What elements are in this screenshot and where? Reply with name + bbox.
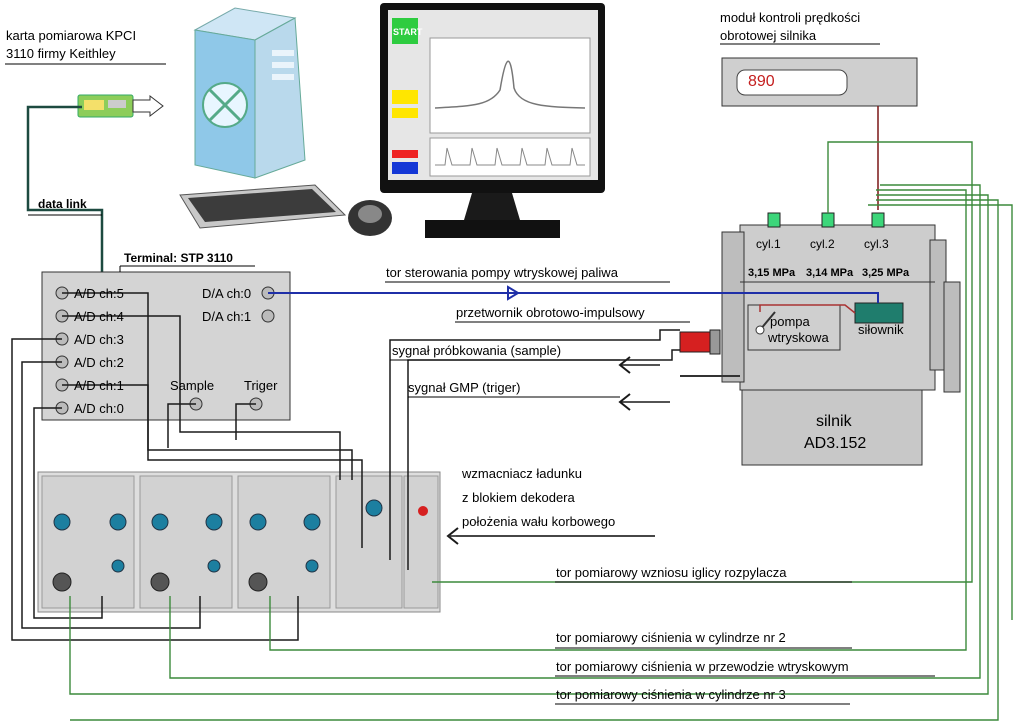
engine-name-line2: AD3.152 bbox=[804, 435, 867, 452]
mouse bbox=[348, 200, 392, 236]
gmp-signal-label: sygnał GMP (triger) bbox=[408, 380, 521, 395]
pump-label-line2: wtryskowa bbox=[768, 330, 829, 345]
terminal-title: Terminal: STP 3110 bbox=[124, 251, 233, 265]
amplifier-label-line3: położenia wału korbowego bbox=[462, 514, 616, 529]
monitor bbox=[380, 3, 605, 238]
cylinder-2-pressure: 3,14 MPa bbox=[806, 267, 854, 279]
line-pressure-path-label: tor pomiarowy ciśnienia w przewodzie wtr… bbox=[556, 659, 849, 674]
speed-module-title-line2: obrotowej silnika bbox=[720, 28, 817, 43]
cylinder-3-label: cyl.3 bbox=[864, 237, 889, 251]
sample-signal-label: sygnał próbkowania (sample) bbox=[392, 343, 562, 358]
terminal-da-ch0: D/A ch:0 bbox=[202, 286, 252, 301]
amplifier-label-line1: wzmacniacz ładunku bbox=[462, 466, 582, 481]
cyl3-pressure-path-label: tor pomiarowy ciśnienia w cylindrze nr 3 bbox=[556, 687, 786, 702]
terminal-ad-ch1: A/D ch:1 bbox=[74, 378, 124, 393]
terminal-sample-label: Sample bbox=[170, 378, 215, 393]
needle-lift-path-label: tor pomiarowy wzniosu iglicy rozpylacza bbox=[556, 565, 787, 580]
terminal-trigger-label: Triger bbox=[244, 378, 278, 393]
terminal-ad-ch5: A/D ch:5 bbox=[74, 286, 124, 301]
terminal-ad-ch3: A/D ch:3 bbox=[74, 332, 124, 347]
keyboard bbox=[179, 184, 347, 229]
speed-display-value: 890 bbox=[748, 73, 775, 90]
cylinder-1-label: cyl.1 bbox=[756, 237, 781, 251]
speed-module bbox=[720, 43, 918, 107]
terminal-ad-ch4: A/D ch:4 bbox=[74, 309, 124, 324]
cylinder-3-pressure: 3,25 MPa bbox=[862, 267, 910, 279]
engine bbox=[679, 212, 961, 466]
card-label-line1: karta pomiarowa KPCI bbox=[6, 28, 137, 43]
terminal-ad-ch2: A/D ch:2 bbox=[74, 355, 124, 370]
amplifier-rack bbox=[37, 471, 441, 613]
terminal-box bbox=[41, 265, 291, 421]
terminal-ad-ch0: A/D ch:0 bbox=[74, 401, 124, 416]
kpci-card bbox=[77, 94, 164, 118]
monitor-start-label: START bbox=[393, 27, 423, 37]
engine-name-line1: silnik bbox=[816, 413, 852, 430]
card-label-line2: 3110 firmy Keithley bbox=[6, 46, 116, 61]
terminal-da-ch1: D/A ch:1 bbox=[202, 309, 252, 324]
amplifier-label-line2: z blokiem dekodera bbox=[462, 490, 575, 505]
fuel-pump-control-label: tor sterowania pompy wtryskowej paliwa bbox=[386, 265, 618, 280]
speed-module-title-line1: moduł kontroli prędkości bbox=[720, 10, 861, 25]
data-link-label: data link bbox=[38, 197, 87, 211]
cyl2-pressure-path-label: tor pomiarowy ciśnienia w cylindrze nr 2 bbox=[556, 630, 786, 645]
cylinder-1-pressure: 3,15 MPa bbox=[748, 267, 796, 279]
computer-tower bbox=[193, 7, 306, 179]
pump-label-line1: pompa bbox=[770, 314, 810, 329]
cylinder-2-label: cyl.2 bbox=[810, 237, 835, 251]
actuator-label: siłownik bbox=[858, 322, 904, 337]
rotary-converter-label: przetwornik obrotowo-impulsowy bbox=[456, 305, 645, 320]
